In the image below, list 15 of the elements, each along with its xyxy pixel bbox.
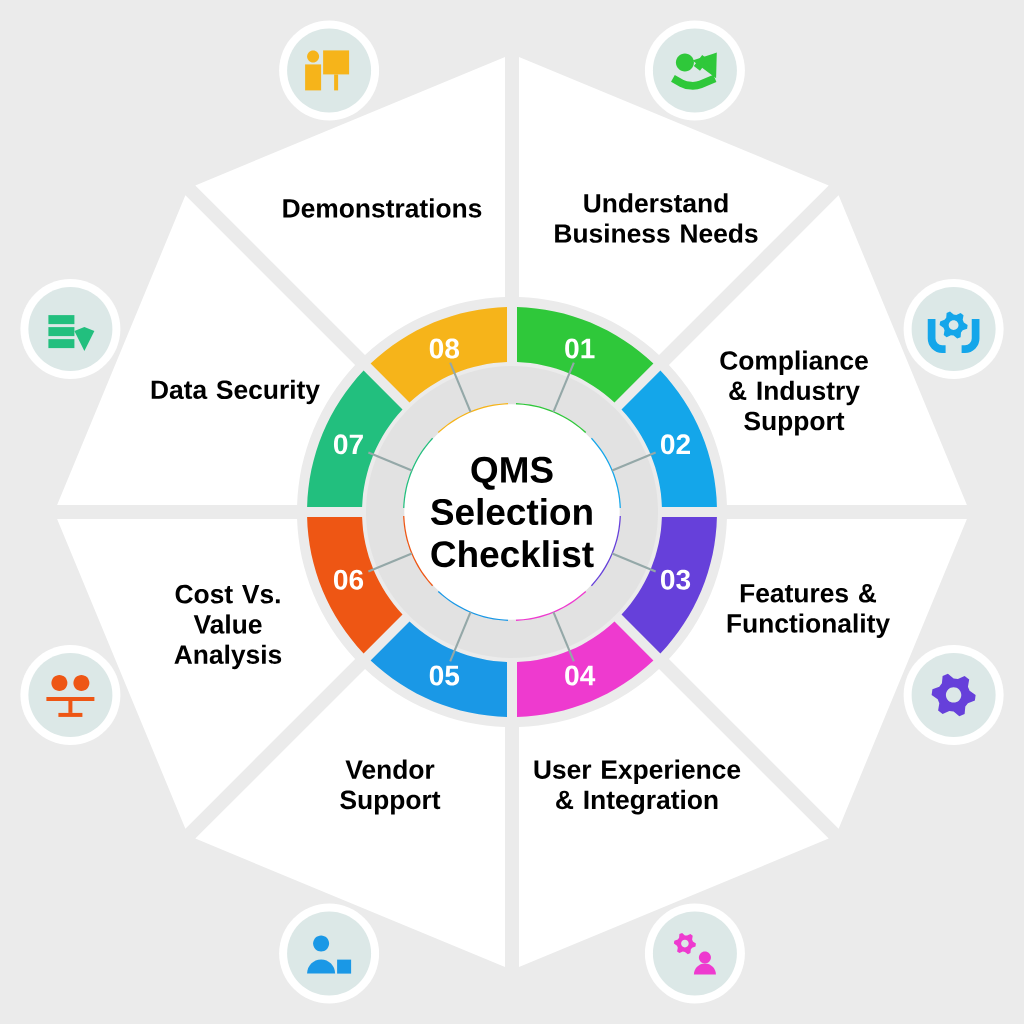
ring-segment: 03 [621, 517, 717, 654]
spoke-line [367, 552, 413, 573]
spoke-line [367, 451, 413, 472]
ring-segment: 08 [370, 307, 507, 403]
spoke-line [611, 451, 657, 472]
ring-segment: 02 [621, 370, 717, 507]
ring-segment: 01 [517, 307, 654, 403]
spoke-line [449, 611, 472, 662]
ring-segment: 06 [307, 517, 403, 654]
ring-segment: 04 [517, 621, 654, 717]
spoke-line [611, 552, 657, 573]
ring-segment: 05 [370, 621, 507, 717]
spoke-line [552, 611, 575, 662]
spoke-line [449, 362, 472, 413]
spoke-line [552, 362, 575, 413]
